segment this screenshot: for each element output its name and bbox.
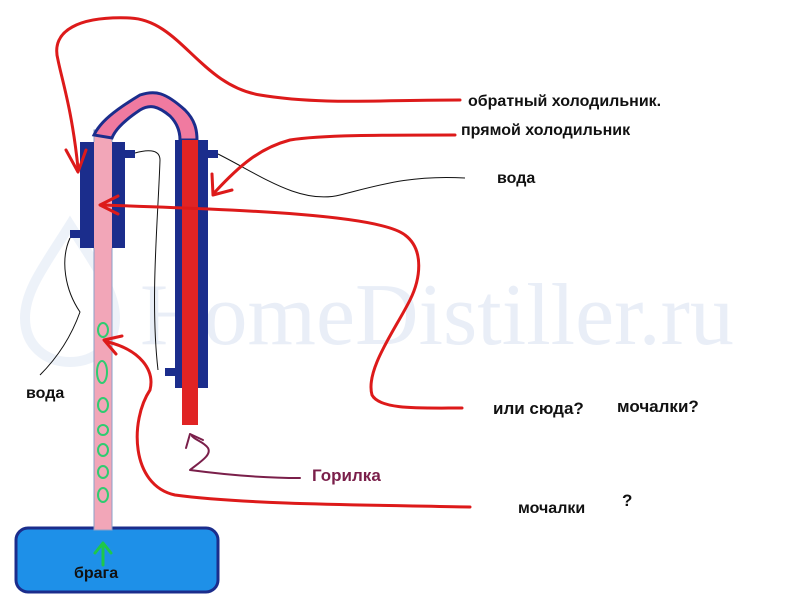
horilka-arrow-head — [185, 433, 204, 449]
bubble — [97, 443, 109, 457]
label-reflux-condenser: обратный холодильник. — [468, 93, 661, 110]
braga-arrow — [93, 541, 113, 567]
bubble — [97, 424, 109, 436]
reflux-condenser — [70, 142, 135, 248]
braga-arrow-head — [93, 541, 113, 555]
label-or-here: или сюда? — [493, 399, 584, 418]
water-hose-reflux-to-direct — [134, 150, 161, 371]
annotation-arrows — [55, 16, 472, 509]
arrow-or-here-head — [98, 194, 120, 216]
arrow-or-here — [101, 203, 464, 410]
direct-condenser-inner-tube — [182, 140, 198, 425]
still-vessel — [14, 526, 220, 594]
label-horilka: Горилка — [312, 466, 381, 485]
label-packing-question-1: мочалки? — [617, 397, 699, 416]
water-hose-outlet — [39, 237, 81, 376]
horilka-arrow-line — [189, 435, 301, 479]
vapor-bubbles — [96, 322, 109, 503]
horilka-arrow — [185, 433, 301, 479]
label-packing-question-2: мочалки — [518, 500, 585, 517]
bubble — [97, 322, 109, 338]
watermark: HomeDistiller.ru — [19, 215, 734, 368]
bubble — [97, 465, 109, 479]
arrow-direct-condenser — [213, 133, 457, 194]
direct-condenser — [165, 140, 218, 425]
arrow-packing — [106, 340, 472, 509]
reflux-water-port-bottom — [70, 230, 80, 238]
reflux-water-port-top — [125, 150, 135, 158]
arrow-direct-condenser-head — [210, 172, 234, 197]
label-direct-condenser: прямой холодильник — [461, 122, 631, 139]
direct-water-port-top — [208, 150, 218, 158]
label-question-mark: ? — [622, 491, 632, 510]
direct-water-port-bottom — [165, 368, 175, 376]
bubble — [96, 360, 108, 384]
arrow-reflux-condenser-head — [64, 148, 88, 174]
water-hoses — [39, 150, 466, 376]
bubble — [97, 397, 109, 413]
bubble — [97, 487, 109, 503]
arrow-packing-head — [102, 334, 124, 356]
label-braga: брага — [74, 565, 118, 582]
label-water-left: вода — [26, 385, 64, 402]
label-water-right: вода — [497, 170, 535, 187]
water-hose-inlet — [217, 153, 466, 198]
vapor-bridge-pipe — [91, 91, 199, 142]
reflux-inner-tube — [94, 142, 112, 248]
arrow-reflux-condenser — [55, 16, 462, 170]
watermark-text: HomeDistiller.ru — [140, 267, 734, 364]
